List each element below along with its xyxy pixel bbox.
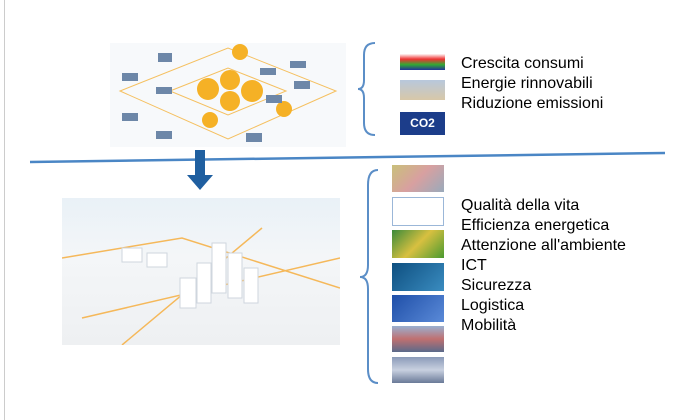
renewable-energy-thumbnail	[400, 80, 445, 100]
list-item: Riduzione emissioni	[461, 95, 604, 112]
list-item: Mobilità	[461, 317, 517, 334]
ict-thumbnail	[392, 263, 444, 291]
energy-network-diagram	[110, 43, 346, 147]
bottom-list: Qualità della vita Efficienza energetica…	[461, 196, 626, 336]
quality-of-life-thumbnail	[392, 165, 444, 192]
slide-border	[4, 0, 5, 420]
list-item: Energie rinnovabili	[461, 75, 593, 92]
list-item: Logistica	[461, 297, 525, 314]
logistics-thumbnail	[392, 326, 444, 352]
consumption-chart-thumbnail	[400, 43, 445, 70]
environment-thumbnail	[392, 230, 444, 258]
mobility-thumbnail	[392, 357, 444, 383]
list-item: Sicurezza	[461, 277, 532, 294]
smart-city-illustration	[61, 198, 341, 346]
list-item: Efficienza energetica	[461, 217, 610, 234]
list-item: Attenzione all'ambiente	[461, 237, 626, 254]
security-thumbnail	[392, 295, 444, 322]
list-item: Qualità della vita	[461, 197, 580, 214]
top-list: Crescita consumi Energie rinnovabili Rid…	[461, 54, 603, 114]
list-item: Crescita consumi	[461, 55, 584, 72]
co2-thumbnail: CO2	[400, 112, 445, 135]
energy-efficiency-thumbnail	[392, 197, 444, 226]
list-item: ICT	[461, 257, 487, 274]
